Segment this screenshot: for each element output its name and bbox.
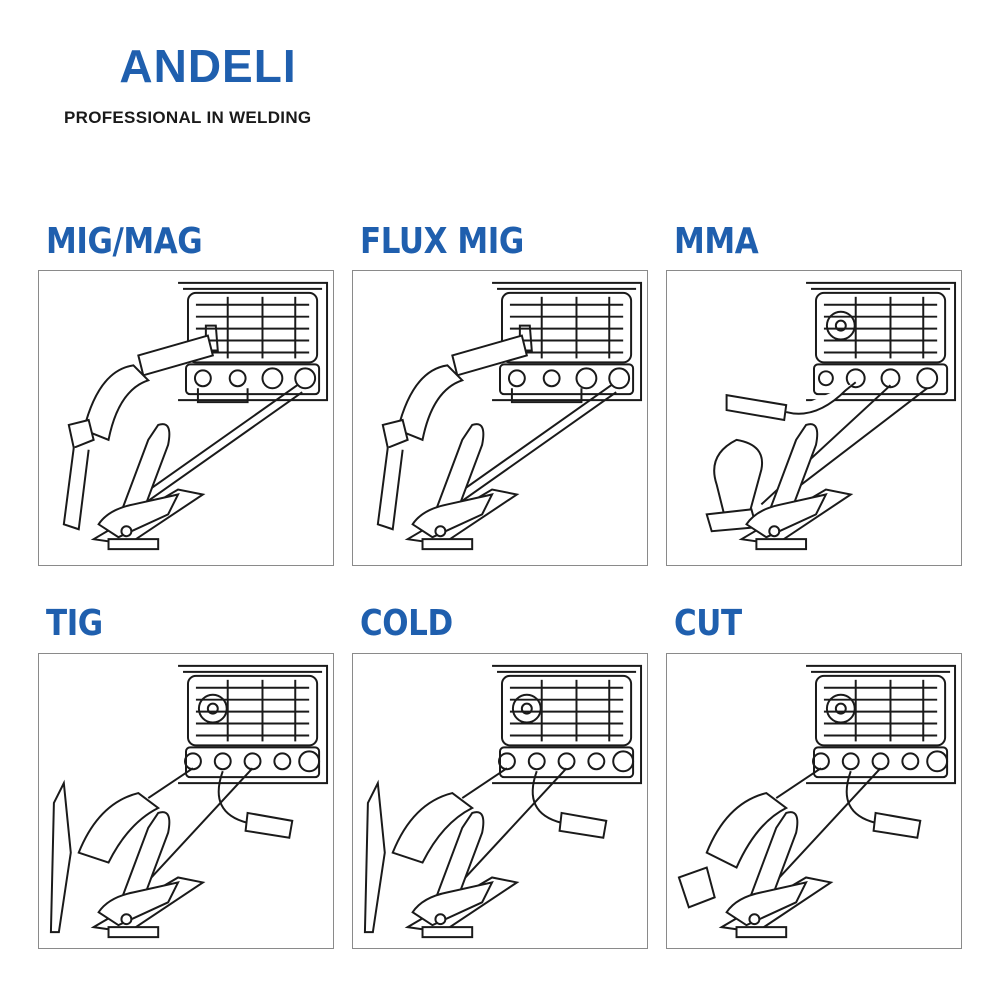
flux-mig-panel [352,270,648,566]
tig-panel [38,653,334,949]
mig-mag-illustration [62,281,329,551]
brand-header: ANDELI PROFESSIONAL IN WELDING [64,40,328,127]
mode-title-mig-mag: MIG/MAG [46,221,203,262]
mode-title-flux-mig: FLUX MIG [360,221,524,262]
mode-title-cold: COLD [360,603,453,644]
mma-illustration [705,281,957,551]
mode-title-tig: TIG [46,603,103,644]
brand-logo: ANDELI [119,40,297,92]
cold-panel [352,653,648,949]
mode-title-cut: CUT [674,603,742,644]
flux-mig-illustration [376,281,643,551]
mma-panel [666,270,962,566]
cut-illustration [677,664,957,939]
tig-torch-icon [49,779,161,934]
brand-tagline: PROFESSIONAL IN WELDING [64,108,312,127]
mig-torch-icon [62,334,215,531]
mig-mag-panel [38,270,334,566]
mode-title-mma: MMA [674,221,759,262]
plasma-torch-icon [677,791,789,909]
cut-panel [666,653,962,949]
cold-illustration [363,664,643,939]
tig-torch-icon [363,779,475,934]
tig-illustration [49,664,329,939]
mig-torch-icon [376,334,529,531]
